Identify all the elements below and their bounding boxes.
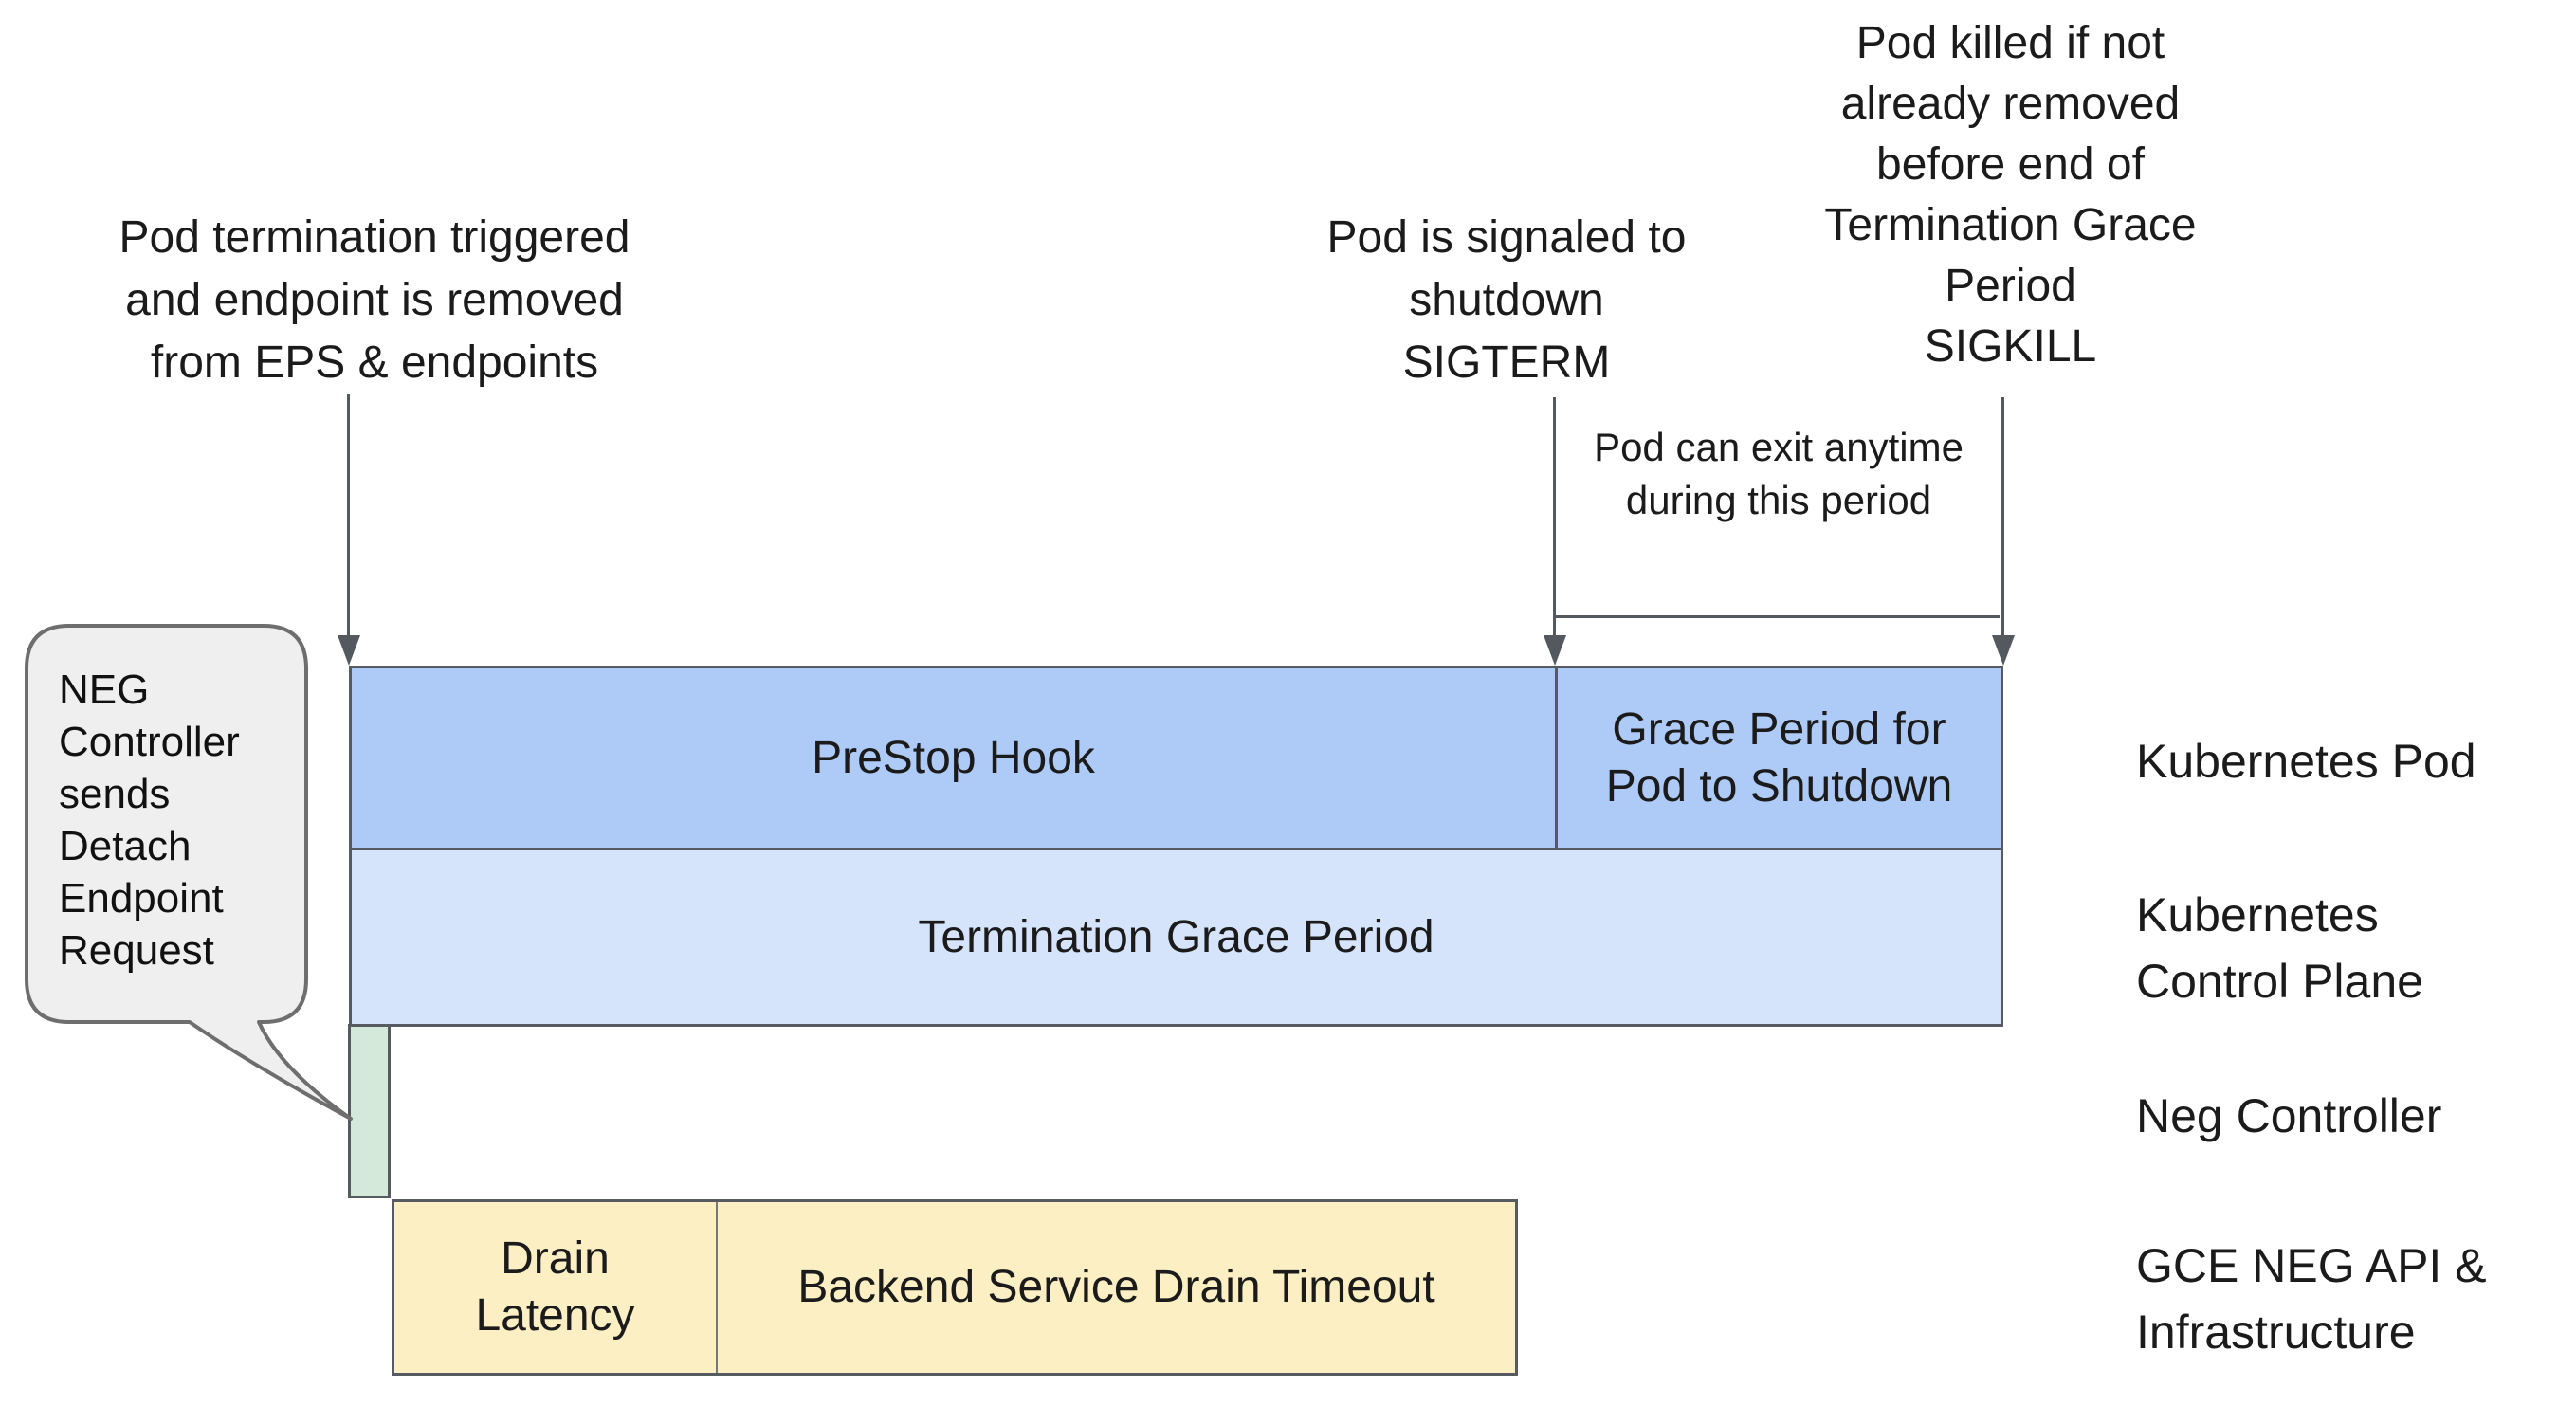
bar-kubernetes-pod: PreStop Hook Grace Period for Pod to Shu… <box>349 666 2003 850</box>
bar-neg-controller-detach <box>348 1024 391 1198</box>
arrow-line-sigkill <box>2001 397 2004 639</box>
callout-sigterm: Pod is signaled to shutdown SIGTERM <box>1326 212 1687 388</box>
arrow-down-icon <box>338 635 360 666</box>
bar-termination-grace-period: Termination Grace Period <box>349 848 2003 1027</box>
bar-gce-neg: Drain Latency Backend Service Drain Time… <box>392 1199 1518 1376</box>
segment-termination-grace-period: Termination Grace Period <box>918 911 1434 962</box>
row-label-kubernetes-control-plane: Kubernetes Control Plane <box>2136 888 2423 1008</box>
row-label-gce-neg-api: GCE NEG API & Infrastructure <box>2136 1239 2487 1359</box>
segment-prestop-hook: PreStop Hook <box>812 732 1095 783</box>
arrow-line-sigterm <box>1553 397 1556 639</box>
segment-grace-period-shutdown: Grace Period for Pod to Shutdown <box>1605 703 1953 812</box>
arrow-down-icon <box>1544 635 1566 666</box>
segment-drain-latency: Drain Latency <box>475 1233 635 1341</box>
segment-divider <box>716 1202 718 1373</box>
row-label-kubernetes-pod: Kubernetes Pod <box>2136 735 2476 788</box>
callout-pod-termination-triggered: Pod termination triggered and endpoint i… <box>119 212 630 388</box>
arrow-down-icon <box>1992 635 2015 666</box>
row-label-neg-controller: Neg Controller <box>2136 1089 2442 1142</box>
segment-divider <box>1555 668 1558 848</box>
segment-backend-service-drain-timeout: Backend Service Drain Timeout <box>797 1262 1435 1312</box>
exit-window-bracket-line <box>1556 615 2000 618</box>
callout-exit-anytime: Pod can exit anytime during this period <box>1594 425 1964 522</box>
speech-bubble <box>25 624 353 1121</box>
arrow-line-termination-trigger <box>347 394 350 639</box>
callout-sigkill: Pod killed if not already removed before… <box>1824 18 2197 372</box>
speech-bubble-text: NEG Controller sends Detach Endpoint Req… <box>59 666 240 974</box>
speech-bubble-shape <box>25 624 353 1121</box>
